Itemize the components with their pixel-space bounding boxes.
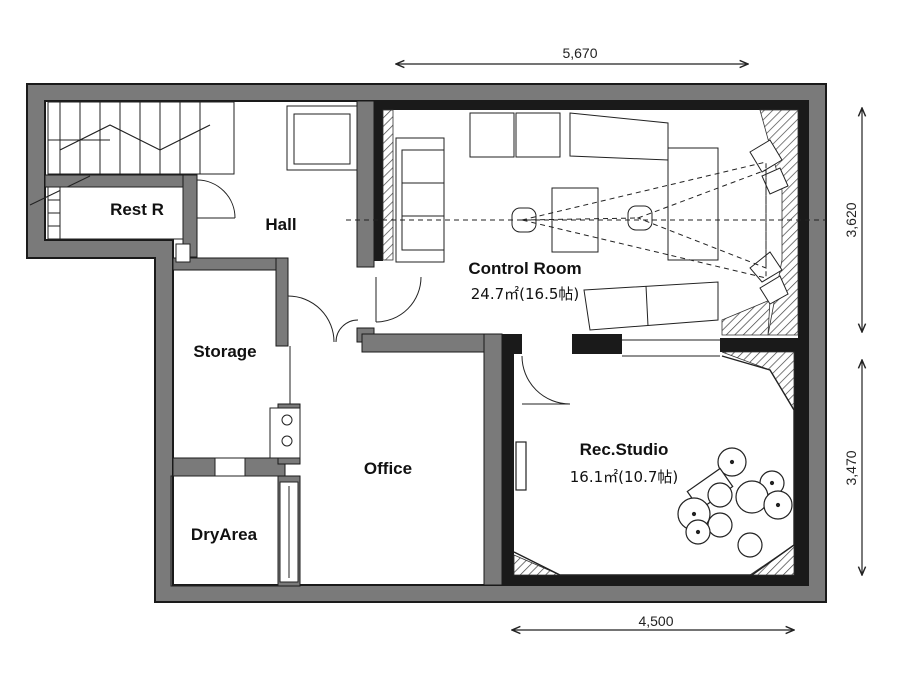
rest-room-label: Rest R bbox=[110, 200, 164, 219]
dimension-lines bbox=[396, 64, 862, 630]
drum-kit bbox=[515, 441, 793, 558]
monitoring-sight-lines bbox=[346, 161, 826, 279]
hall-fixtures bbox=[286, 105, 422, 343]
dimension-top-label: 5,670 bbox=[562, 45, 597, 61]
rec-studio-label: Rec.Studio bbox=[580, 440, 669, 459]
rec-studio-area-label: 16.1㎡(10.7帖) bbox=[570, 468, 679, 486]
control-room-area-label: 24.7㎡(16.5帖) bbox=[471, 285, 580, 303]
dimension-right-lower-label: 3,470 bbox=[843, 450, 859, 485]
staircase bbox=[29, 101, 235, 240]
hall-label: Hall bbox=[265, 215, 296, 234]
control-room-furniture bbox=[395, 112, 789, 405]
rec-studio-walls bbox=[500, 351, 808, 585]
storage-fixtures bbox=[214, 346, 301, 583]
office-label: Office bbox=[364, 459, 412, 478]
dry-area bbox=[170, 475, 279, 587]
control-room-walls bbox=[374, 101, 808, 354]
rest-room bbox=[59, 179, 236, 263]
control-room-label: Control Room bbox=[468, 259, 581, 278]
dimension-bottom-label: 4,500 bbox=[638, 613, 673, 629]
storage-label: Storage bbox=[193, 342, 256, 361]
dimension-right-upper-label: 3,620 bbox=[843, 202, 859, 237]
dry-area-label: DryArea bbox=[191, 525, 258, 544]
